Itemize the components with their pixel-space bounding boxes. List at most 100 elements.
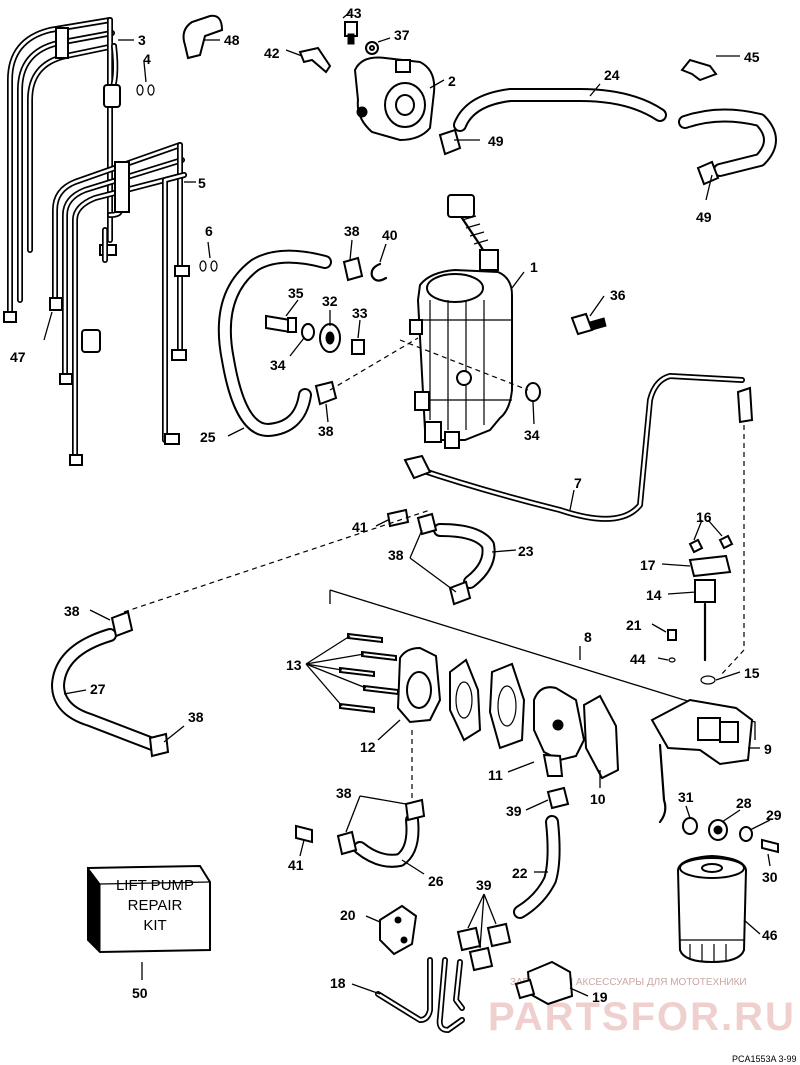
callout-36: 36: [610, 287, 626, 303]
fuel-line-assembly-3: [3, 17, 121, 323]
callout-30: 30: [762, 869, 778, 885]
washers-28-29-31: [682, 817, 753, 842]
washer-44: [668, 657, 676, 663]
screws-16: [688, 534, 734, 554]
clip-40: [370, 262, 388, 282]
hose-26: [336, 798, 426, 868]
screw-30: [761, 838, 779, 854]
callout-1: 1: [530, 259, 538, 275]
hose-25: [217, 249, 332, 437]
o-ring-15: [700, 675, 716, 685]
callout-labels: 3 4 48 42 43 37 2 49 45 24 49 5 6 47 38 …: [10, 5, 782, 1005]
callout-41-a: 41: [352, 519, 368, 535]
callout-48: 48: [224, 32, 240, 48]
callout-25: 25: [200, 429, 216, 445]
callout-6: 6: [205, 223, 213, 239]
callout-38-c: 38: [388, 547, 404, 563]
sleeve-33: [351, 339, 365, 355]
callout-7: 7: [574, 475, 582, 491]
callout-17: 17: [640, 557, 656, 573]
callout-33: 33: [352, 305, 368, 321]
screw-43: [344, 21, 358, 45]
callout-47: 47: [10, 349, 26, 365]
clamp-45: [680, 58, 718, 82]
leader-lines: [43, 11, 771, 997]
callout-38-a: 38: [344, 223, 360, 239]
washer-37: [365, 41, 379, 55]
bracket-20: [379, 904, 418, 956]
callout-19: 19: [592, 989, 608, 1005]
fuel-tubes-18: [375, 957, 465, 1033]
callout-22: 22: [512, 865, 528, 881]
screw-35: [265, 314, 297, 334]
callout-38-f: 38: [336, 785, 352, 801]
callout-27: 27: [90, 681, 106, 697]
callout-13: 13: [286, 657, 302, 673]
callout-46: 46: [762, 927, 778, 943]
gasket-10: [582, 694, 620, 780]
fuel-filter-46: [676, 854, 748, 964]
callout-16: 16: [696, 509, 712, 525]
callout-14: 14: [646, 587, 662, 603]
callout-41-b: 41: [288, 857, 304, 873]
callout-2: 2: [448, 73, 456, 89]
diaphragm: [488, 662, 526, 750]
callout-44: 44: [630, 651, 646, 667]
o-rings-4: [136, 84, 155, 96]
lift-pump-repair-kit-50: LIFT PUMP REPAIR KIT: [87, 864, 211, 954]
callout-43: 43: [346, 5, 362, 21]
callout-45: 45: [744, 49, 760, 65]
callout-18: 18: [330, 975, 346, 991]
callout-10: 10: [590, 791, 606, 807]
sensor-14: [694, 579, 716, 662]
callout-28: 28: [736, 795, 752, 811]
callout-31: 31: [678, 789, 694, 805]
callout-37: 37: [394, 27, 410, 43]
watermark-brand: PARTSFOR.RU: [488, 995, 796, 1039]
callout-24: 24: [604, 67, 620, 83]
hose-27: [51, 610, 170, 758]
callout-9: 9: [764, 741, 772, 757]
kit-line1: LIFT PUMP: [116, 877, 194, 894]
filter-bracket-9: [650, 698, 754, 824]
watermark: PARTSFOR.RU ЗАПЧАСТИ И АКСЕССУАРЫ ДЛЯ МО…: [488, 977, 796, 1039]
pump-cover-12: [396, 646, 442, 724]
callout-23: 23: [518, 543, 534, 559]
watermark-tagline: ЗАПЧАСТИ И АКСЕССУАРЫ ДЛЯ МОТОТЕХНИКИ: [510, 977, 747, 988]
drawing-code: PCA1553A 3-99: [732, 1054, 797, 1064]
callout-38-e: 38: [188, 709, 204, 725]
hose-23: [416, 512, 496, 606]
gasket-17: [688, 554, 732, 578]
callout-39-b: 39: [476, 877, 492, 893]
clamp-49-top: [438, 128, 462, 156]
clamps-39: [456, 922, 512, 972]
callout-42: 42: [264, 45, 280, 61]
kit-line3: KIT: [143, 917, 166, 934]
clamp-38-a: [342, 256, 364, 282]
routing-lines: [123, 337, 745, 800]
gasket-plate: [449, 658, 482, 742]
grommet-32: [319, 323, 341, 353]
clamp-49-right: [696, 160, 720, 186]
callout-49-right: 49: [696, 209, 712, 225]
callout-20: 20: [340, 907, 356, 923]
screw-36: [570, 312, 607, 336]
callout-21: 21: [626, 617, 642, 633]
callout-3: 3: [138, 32, 146, 48]
callout-38-d: 38: [64, 603, 80, 619]
fuel-pump-2: [353, 56, 436, 142]
callout-34-b: 34: [524, 427, 540, 443]
kit-bracket-8: [329, 589, 756, 740]
fuel-line-7: [403, 373, 754, 522]
callout-15: 15: [744, 665, 760, 681]
callout-39-a: 39: [506, 803, 522, 819]
callout-40: 40: [382, 227, 398, 243]
kit-line2: REPAIR: [128, 897, 183, 914]
connector-19: [514, 960, 574, 1006]
callout-8: 8: [584, 629, 592, 645]
callout-38-b: 38: [318, 423, 334, 439]
hose-24: [453, 88, 777, 177]
washer-34-a: [301, 323, 315, 341]
callout-4: 4: [143, 51, 151, 67]
